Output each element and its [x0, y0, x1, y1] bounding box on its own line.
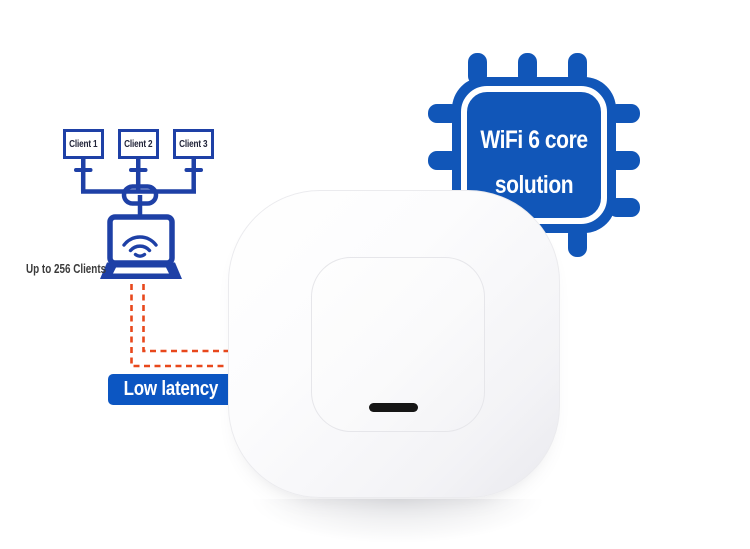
- client-label-1: Client 1: [69, 138, 98, 150]
- latency-banner-label: Low latency: [124, 378, 219, 400]
- client-label-2: Client 2: [124, 138, 153, 150]
- dashed-connector-lower: [130, 284, 246, 368]
- chip-pin: [468, 53, 487, 85]
- chip-pin: [608, 198, 640, 217]
- wifi-signal-icon: [122, 235, 158, 258]
- chip-pin: [568, 225, 587, 257]
- latency-banner: Low latency: [108, 374, 238, 405]
- monitor-stands: [74, 158, 203, 172]
- chip-label-line2: solution: [494, 171, 574, 199]
- client-box-3: Client 3: [173, 129, 214, 159]
- dashed-connector-upper: [142, 284, 246, 353]
- chip-pin: [608, 104, 640, 123]
- chip-pin: [518, 53, 537, 85]
- client-box-1: Client 1: [63, 129, 104, 159]
- chip-pin: [608, 151, 640, 170]
- client-label-3: Client 3: [179, 138, 208, 150]
- chip-pin: [428, 151, 460, 170]
- capacity-label: Up to 256 Clients: [26, 262, 107, 276]
- laptop-icon: [100, 214, 182, 279]
- hub-node: [121, 184, 159, 206]
- device-top-plate: [311, 257, 485, 432]
- client-box-2: Client 2: [118, 129, 159, 159]
- device-led-indicator: [369, 403, 418, 412]
- chip-pin: [428, 104, 460, 123]
- device-reflection: [245, 499, 550, 545]
- chip-label-line1: WiFi 6 core: [480, 126, 588, 154]
- chip-pin: [568, 53, 587, 85]
- access-point-device: [228, 190, 560, 498]
